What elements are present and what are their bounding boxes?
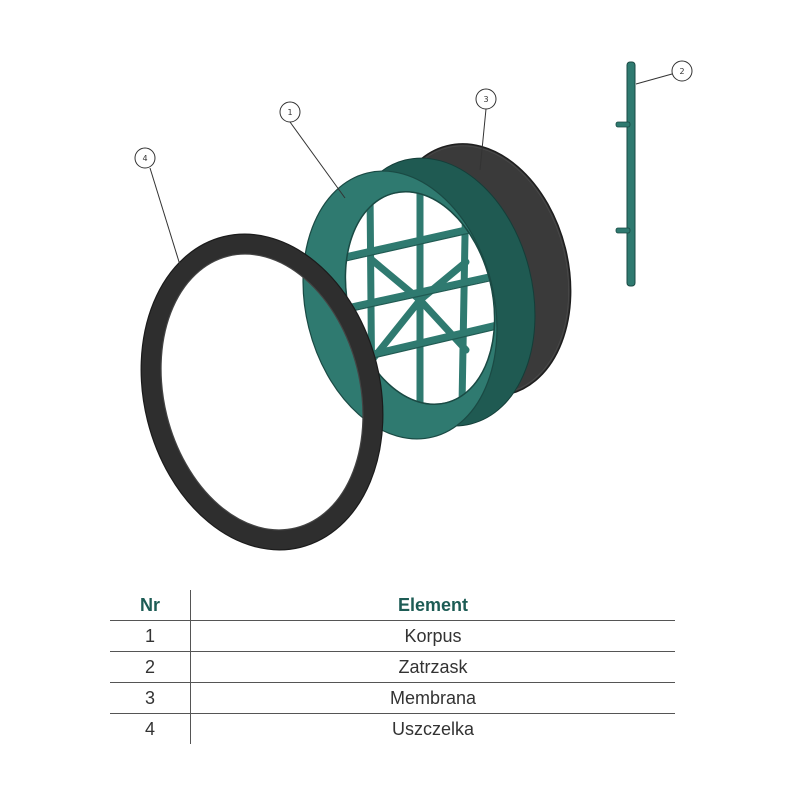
exploded-view-diagram: 1 2 3 4 [134, 60, 693, 551]
callout-3: 3 [475, 88, 497, 110]
row-element: Zatrzask [190, 651, 675, 683]
row-element: Uszczelka [391, 718, 475, 739]
callout-1-label: 1 [287, 108, 292, 117]
header-nr: Nr [110, 590, 191, 621]
table-row: 4 Uszczelka [110, 713, 675, 744]
table-row: 2 Zatrzask [110, 651, 675, 683]
row-element: Korpus [190, 620, 675, 652]
callout-2-label: 2 [679, 67, 684, 76]
row-nr: 1 [110, 620, 191, 652]
row-element: Membrana [190, 682, 675, 714]
row-nr: 4 [110, 713, 191, 744]
row-nr: 2 [110, 651, 191, 683]
table-header-row: Nr Element [110, 590, 675, 621]
parts-table: Nr Element 1 Korpus 2 Zatrzask 3 Membran… [110, 590, 675, 744]
leader-lines [149, 73, 673, 266]
housing-part [302, 157, 536, 440]
callout-1: 1 [279, 101, 301, 123]
callout-2: 2 [671, 60, 693, 82]
table-row: 1 Korpus [110, 620, 675, 652]
row-nr: 3 [110, 682, 191, 714]
table-row: 3 Membrana [110, 682, 675, 714]
callout-3-label: 3 [483, 95, 488, 104]
seal-part [140, 233, 384, 551]
latch-part [615, 61, 636, 287]
housing-lattice [328, 176, 516, 421]
callout-4-label: 4 [142, 154, 147, 163]
callout-4: 4 [134, 147, 156, 169]
header-element: Element [190, 590, 675, 621]
